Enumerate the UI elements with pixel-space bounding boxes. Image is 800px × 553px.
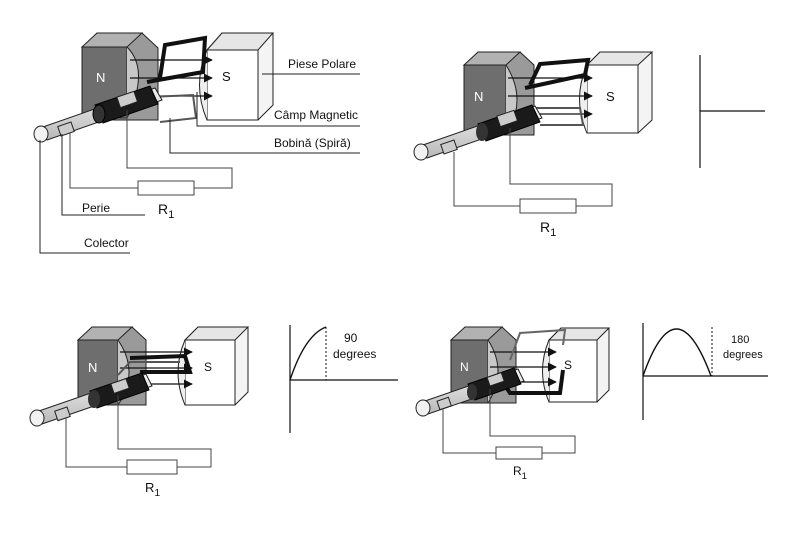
coil-loop [524,57,591,126]
angle-unit-label: degrees [723,349,763,361]
resistor-label: R1 [158,201,174,221]
coil-loop [117,353,193,376]
output-graph: 90 degrees [289,325,398,433]
external-circuit [65,395,212,475]
armature-shaft [415,367,525,417]
south-label: S [204,360,212,374]
angle-value: 90 [344,331,358,345]
south-pole-piece: S [199,32,275,121]
panel-4: N S R1 [415,323,768,482]
resistor-label: R1 [540,219,556,239]
output-graph: 180 degrees [642,323,768,420]
leader-lines [39,73,360,254]
south-label: S [222,69,231,84]
armature-shaft [33,85,163,143]
south-pole-piece: S [579,51,654,134]
brush-label: Perie [82,201,110,215]
commutator-label: Colector [84,236,129,250]
angle-value: 180 [731,334,749,346]
south-pole-piece: S [542,327,611,403]
external-circuit [69,110,233,196]
armature-shaft [29,372,153,427]
angle-unit-label: degrees [333,347,376,361]
north-label: N [96,70,105,85]
output-waveform [289,326,327,381]
resistor-label: R1 [145,480,160,499]
armature-shaft [413,104,543,161]
pole-pieces-label: Piese Polare [288,57,356,71]
output-waveform [642,328,712,377]
external-circuit [442,389,576,460]
magnetic-field-label: Câmp Magnetic [274,108,358,122]
south-label: S [564,358,572,372]
external-circuit [453,128,613,214]
coil-loop [146,35,208,123]
resistor-label: R1 [513,464,527,482]
south-pole-piece: S [177,326,250,406]
south-label: S [606,89,615,104]
north-label: N [474,89,483,104]
panel-3: N S R1 [29,325,398,499]
panel-1: N S [33,32,360,254]
panel-2: N S R1 [413,51,765,239]
coil-label: Bobină (Spiră) [274,136,351,150]
north-label: N [460,360,469,374]
north-label: N [88,360,97,375]
output-graph [699,55,765,168]
